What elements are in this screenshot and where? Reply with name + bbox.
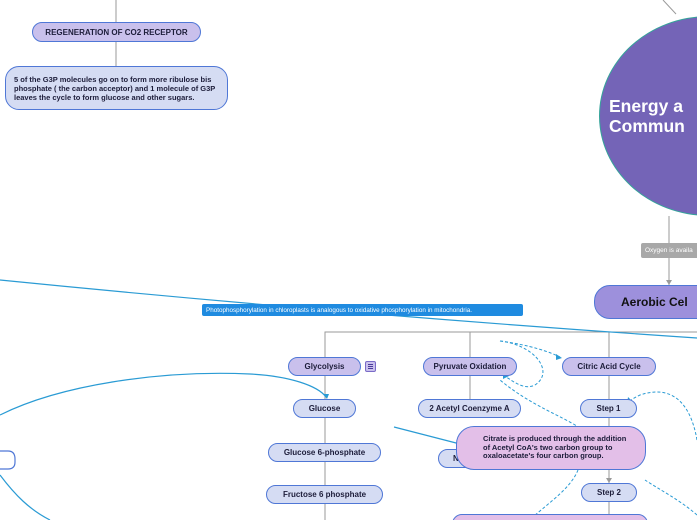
pyruvate-step-acetyl-coa[interactable]: 2 Acetyl Coenzyme A bbox=[418, 399, 521, 418]
dashed-arrowhead bbox=[556, 354, 562, 360]
connector-arrowhead bbox=[666, 280, 672, 285]
relationship-line bbox=[0, 474, 51, 520]
dashed-relationship bbox=[644, 479, 697, 516]
connector-arrowhead bbox=[606, 478, 612, 483]
central-topic-line2: Commun bbox=[609, 116, 685, 136]
glycolysis-step-glucose[interactable]: Glucose bbox=[293, 399, 356, 418]
aerobic-respiration-node[interactable]: Aerobic Cel bbox=[594, 285, 697, 319]
dashed-relationship bbox=[499, 340, 544, 388]
citric-step-2[interactable]: Step 2 bbox=[581, 483, 637, 502]
glycolysis-step-glucose-6-phosphate[interactable]: Glucose 6-phosphate bbox=[268, 443, 381, 462]
citric-acid-cycle-node[interactable]: Citric Acid Cycle bbox=[562, 357, 656, 376]
glycolysis-node[interactable]: Glycolysis bbox=[288, 357, 361, 376]
partial-node-outline bbox=[0, 450, 16, 470]
dashed-relationship bbox=[629, 391, 697, 441]
dashed-relationship bbox=[499, 340, 561, 358]
relationship-arrowhead bbox=[323, 394, 329, 399]
pyruvate-oxidation-node[interactable]: Pyruvate Oxidation bbox=[423, 357, 517, 376]
citric-step-1[interactable]: Step 1 bbox=[580, 399, 637, 418]
dashed-relationship bbox=[529, 469, 579, 520]
connector-line bbox=[662, 0, 677, 15]
oxygen-label[interactable]: Oxygen is availa bbox=[641, 243, 697, 258]
glycolysis-step-fructose-6-phosphate[interactable]: Fructose 6 phosphate bbox=[266, 485, 383, 504]
dashed-relationship bbox=[499, 379, 581, 429]
regeneration-note[interactable]: 5 of the G3P molecules go on to form mor… bbox=[5, 66, 228, 110]
menu-icon[interactable] bbox=[365, 361, 376, 372]
relationship-line bbox=[393, 426, 461, 445]
connector-line bbox=[324, 331, 697, 340]
central-topic-title: Energy a Commun bbox=[609, 96, 697, 136]
relationship-line bbox=[0, 372, 327, 416]
photophosphorylation-banner[interactable]: Photophosphorylation in chloroplasts is … bbox=[202, 304, 523, 316]
central-topic-line1: Energy a bbox=[609, 96, 683, 116]
regeneration-node[interactable]: REGENERATION OF CO2 RECEPTOR bbox=[32, 22, 201, 42]
citric-step-2-note[interactable] bbox=[452, 514, 648, 520]
citric-step-1-note[interactable]: Citrate is produced through the addition… bbox=[456, 426, 646, 470]
